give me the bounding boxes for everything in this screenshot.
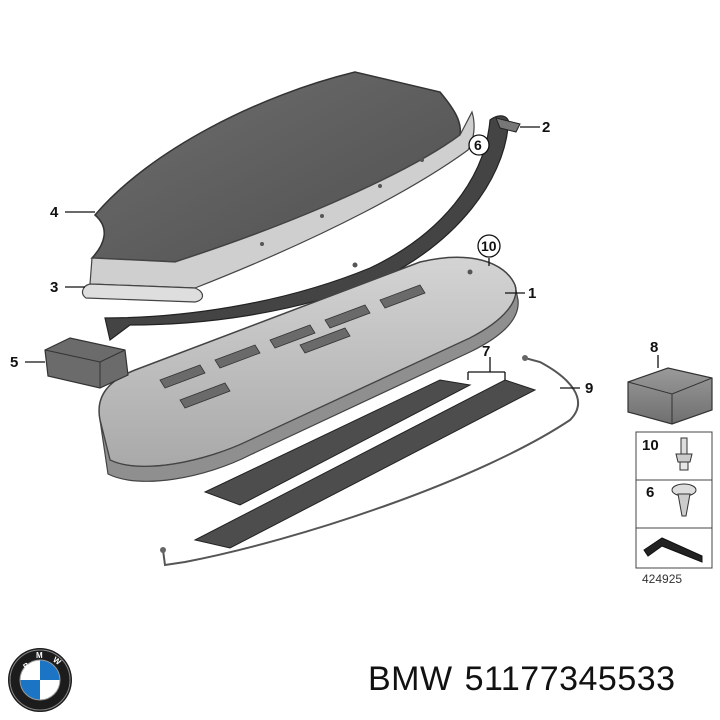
legend-label-6: 6 (646, 484, 654, 501)
screw-fastener-icon (671, 483, 697, 517)
profile-strip-icon (643, 537, 703, 563)
callout-10: 10 (481, 238, 497, 254)
leader-lines (25, 126, 659, 389)
callout-9: 9 (585, 380, 593, 397)
part-4-shelf-cover (89, 71, 475, 289)
callout-1: 1 (528, 285, 536, 302)
callouts: 1 2 3 4 5 6 7 8 9 10 (10, 119, 658, 397)
callout-8: 8 (650, 339, 658, 356)
callout-7: 7 (482, 343, 490, 360)
svg-text:W: W (51, 655, 63, 667)
part-3-edge-strip (81, 283, 204, 303)
callout-10-circle (477, 234, 501, 258)
footer-brand-line: BMW 51177345533 (368, 660, 688, 699)
diagram-number: 424925 (642, 572, 682, 586)
callout-6-circle (468, 134, 490, 156)
svg-text:M: M (36, 651, 43, 660)
clip-fastener-icon (675, 437, 693, 471)
part-number: 51177345533 (464, 660, 676, 698)
fastener-legend: 10 6 424925 (635, 431, 713, 586)
callout-4: 4 (50, 204, 59, 221)
part-7-foam-strips (193, 379, 537, 549)
bmw-logo-icon: B M W (8, 648, 72, 712)
part-2-trim-strip (104, 115, 521, 342)
svg-text:B: B (21, 661, 31, 672)
part-8-box (627, 367, 713, 425)
legend-label-10: 10 (642, 437, 659, 454)
callout-2: 2 (542, 119, 550, 136)
callout-6: 6 (474, 137, 482, 153)
part-1-parcel-shelf (98, 256, 519, 482)
callout-5: 5 (10, 354, 18, 371)
part-5-module-box (44, 337, 129, 389)
part-9-cable (160, 355, 580, 567)
brand-name: BMW (368, 660, 453, 698)
callout-3: 3 (50, 279, 58, 296)
